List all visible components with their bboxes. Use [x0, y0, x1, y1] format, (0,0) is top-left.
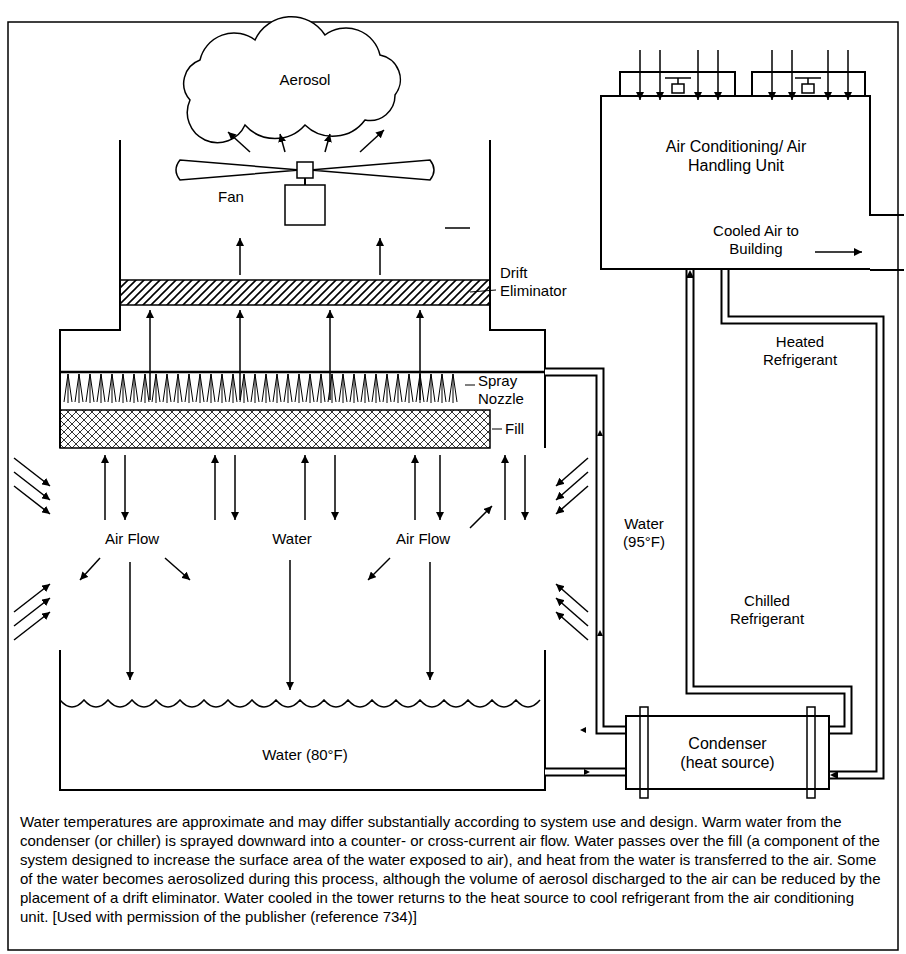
pipe-bore: [725, 270, 880, 775]
refrigerant-pipe: [690, 270, 848, 730]
part-label: Fill: [505, 420, 545, 438]
condenser-box: Condenser (heat source): [625, 715, 830, 790]
fill-media: [60, 410, 490, 448]
node-text: Condenser (heat source): [675, 734, 780, 772]
refrigerant-pipe: [725, 270, 880, 775]
pipe-outline: [690, 270, 848, 730]
part-label: Fan: [218, 188, 258, 206]
leader-line: [465, 385, 475, 386]
condenser-flanges: [640, 707, 815, 798]
leader-line: [470, 290, 496, 292]
water-pipes: [545, 372, 625, 772]
pipe-bore: [690, 270, 848, 730]
aerosol-arrows: [228, 130, 384, 152]
figure-caption: Water temperatures are approximate and m…: [20, 812, 886, 926]
temperature-label: Water (95°F): [610, 515, 678, 551]
air-arrows-upper: [150, 238, 420, 400]
aerosol-cloud: [184, 17, 401, 143]
edge-label: Chilled Refrigerant: [712, 592, 822, 628]
air-handler-vents: [620, 72, 904, 270]
flow-label: Air Flow: [92, 530, 172, 548]
part-label: Spray Nozzle: [478, 372, 544, 408]
edge-label: Heated Refrigerant: [745, 333, 855, 369]
pipe-arrowheads: [725, 270, 880, 775]
flow-label: Cooled Air to Building: [700, 222, 812, 258]
part-label: Drift Eliminator: [500, 264, 592, 300]
flow-arrows: [14, 455, 588, 690]
tower-housing: [60, 140, 545, 448]
pipe-outline: [725, 270, 880, 775]
node-text: Air Conditioning/ Air Handling Unit: [661, 137, 811, 175]
pipe-arrowheads: [690, 270, 848, 730]
vent-fans: [665, 78, 821, 93]
spray-header: [60, 371, 545, 374]
intake-arrows: [640, 50, 862, 252]
flow-label: Air Flow: [383, 530, 463, 548]
temperature-label: Water (80°F): [220, 746, 390, 764]
fan-symbol: [176, 160, 470, 228]
part-label: Aerosol: [255, 71, 355, 89]
drift-eliminator: [120, 280, 490, 305]
flow-label: Water: [262, 530, 322, 548]
basin: [60, 650, 545, 790]
frame: [8, 22, 898, 950]
leader-line: [492, 429, 502, 430]
spray-nozzles: [64, 374, 457, 403]
water-surface: [60, 700, 540, 707]
